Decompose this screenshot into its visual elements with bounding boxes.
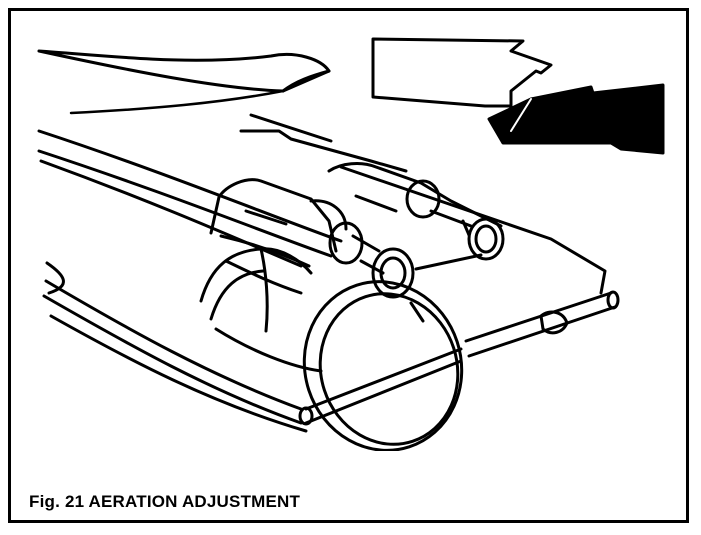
aeration-tube-assembly-icon xyxy=(37,37,665,451)
solid-arrow-icon xyxy=(487,83,665,155)
figure-caption: Fig. 21 AERATION ADJUSTMENT xyxy=(29,492,301,511)
outline-arrow-icon xyxy=(371,37,553,108)
figure-frame: Fig. 21 AERATION ADJUSTMENT xyxy=(8,8,689,523)
